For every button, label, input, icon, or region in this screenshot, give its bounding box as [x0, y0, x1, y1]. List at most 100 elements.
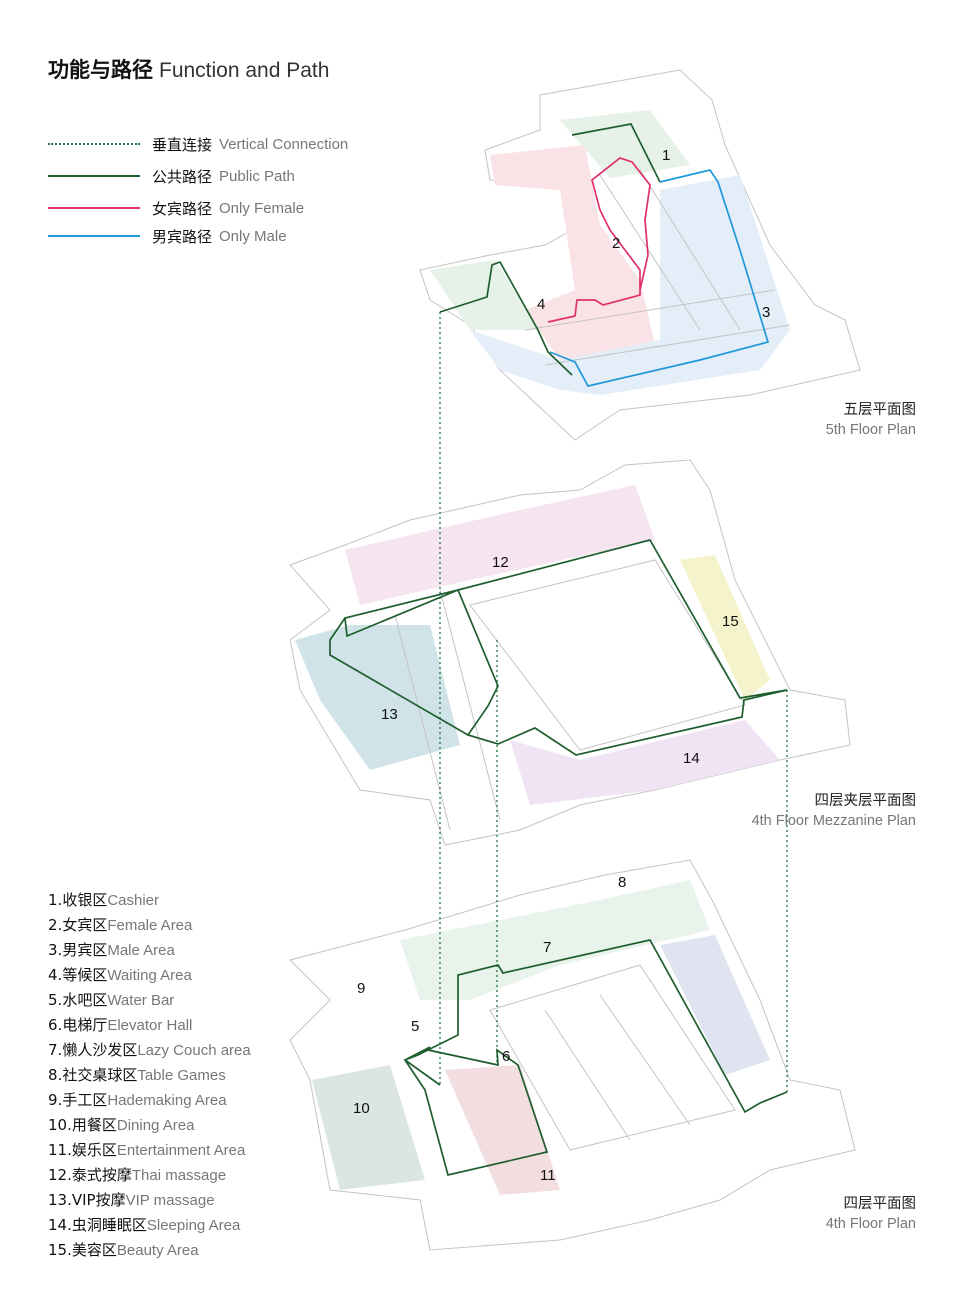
floor-label-zh: 四层夹层平面图 [814, 793, 917, 809]
partition-line [639, 169, 741, 331]
legend-label-en: Only Male [219, 227, 287, 245]
partition-line [439, 589, 501, 821]
pool-lane-line [544, 1009, 631, 1141]
area-num: 13. [48, 1191, 72, 1209]
area-list-item: 8.社交桌球区Table Games [48, 1063, 251, 1088]
area-marker: 3 [762, 304, 770, 321]
public-path-fourth [403, 939, 788, 1177]
area-marker: 5 [411, 1018, 419, 1035]
area-name-zh: 娱乐区 [71, 1141, 117, 1159]
pool-lane-line [599, 994, 691, 1126]
area-name-en: Sleeping Area [146, 1217, 241, 1234]
mezzanine-outline [289, 459, 851, 846]
area-marker: 10 [353, 1100, 370, 1117]
area-num: 4. [48, 966, 63, 984]
area-name-en: Elevator Hall [107, 1017, 193, 1034]
fifth-floor-label: 五层平面图 5th Floor Plan [826, 400, 916, 440]
legend-label-zh: 男宾路径 [152, 227, 213, 246]
mezzanine-floor-label: 四层夹层平面图 4th Floor Mezzanine Plan [752, 791, 916, 831]
area-num: 10. [48, 1116, 72, 1134]
area-num: 5. [48, 991, 63, 1009]
area-name-zh: 收银区 [62, 891, 108, 909]
legend-label-en: Vertical Connection [219, 135, 349, 153]
area-list-item: 3.男宾区Male Area [48, 938, 251, 963]
title-en: Function and Path [159, 59, 330, 82]
vip-massage-zone [295, 625, 460, 770]
area-name-en: Lazy Couch area [137, 1042, 251, 1059]
area-markers: 1 2 3 4 5 6 7 8 9 10 11 12 13 14 15 [353, 147, 770, 1184]
area-name-en: Thai massage [131, 1167, 227, 1184]
legend-label-zh: 垂直连接 [152, 135, 213, 154]
female-path-swatch [48, 207, 140, 209]
sauna-void [469, 559, 746, 751]
legend-label-zh: 公共路径 [152, 167, 213, 186]
thai-massage-zone [345, 485, 655, 605]
area-name-zh: 社交桌球区 [62, 1066, 138, 1084]
beauty-zone [680, 555, 770, 700]
mezzanine-floor-plan [289, 459, 851, 846]
vertical-connection-swatch [48, 143, 140, 145]
public-path-fifth-cashier [571, 123, 661, 183]
floor-label-en: 4th Floor Plan [825, 1216, 916, 1232]
area-marker: 6 [502, 1048, 510, 1065]
area-name-zh: 电梯厅 [62, 1016, 108, 1034]
area-num: 3. [48, 941, 63, 959]
area-name-zh: 水吧区 [62, 991, 108, 1009]
area-list-item: 9.手工区Hademaking Area [48, 1088, 251, 1113]
area-list-item: 15.美容区Beauty Area [48, 1238, 251, 1263]
area-list-item: 14.虫洞睡眠区Sleeping Area [48, 1213, 251, 1238]
floor-label-zh: 四层平面图 [843, 1196, 917, 1212]
area-marker: 8 [618, 874, 626, 891]
legend-vertical-connection: 垂直连接 Vertical Connection [48, 128, 348, 160]
public-paths [329, 123, 788, 1177]
area-marker: 13 [381, 706, 398, 723]
area-name-en: Table Games [137, 1067, 226, 1084]
area-num: 1. [48, 891, 63, 909]
public-path-swatch [48, 175, 140, 177]
area-marker: 1 [662, 147, 670, 164]
area-list-item: 1.收银区Cashier [48, 888, 251, 913]
area-marker: 12 [492, 554, 509, 571]
area-name-en: Waiting Area [107, 967, 192, 984]
legend-female-path: 女宾路径 Only Female [48, 192, 348, 224]
area-name-en: Hademaking Area [107, 1092, 227, 1109]
sleeping-zone [510, 720, 780, 805]
area-marker: 4 [537, 296, 545, 313]
partition-line [524, 289, 776, 331]
area-list-item: 10.用餐区Dining Area [48, 1113, 251, 1138]
area-name-zh: 用餐区 [71, 1116, 117, 1134]
area-num: 8. [48, 1066, 63, 1084]
male-zone [470, 175, 790, 395]
area-num: 6. [48, 1016, 63, 1034]
fourth-floor-label: 四层平面图 4th Floor Plan [826, 1194, 916, 1234]
area-num: 2. [48, 916, 63, 934]
area-marker: 7 [543, 939, 551, 956]
area-name-zh: 男宾区 [62, 941, 108, 959]
floor-label-en: 4th Floor Mezzanine Plan [751, 813, 916, 829]
legend-male-path: 男宾路径 Only Male [48, 220, 348, 252]
partition-line [394, 614, 451, 831]
area-name-zh: 等候区 [62, 966, 108, 984]
area-name-en: Entertainment Area [116, 1142, 246, 1159]
female-zone [490, 145, 655, 360]
area-name-zh: 手工区 [62, 1091, 108, 1109]
area-marker: 14 [683, 750, 700, 767]
area-num: 14. [48, 1216, 72, 1234]
legend-label-en: Public Path [219, 167, 295, 185]
fourth-floor-plan [289, 859, 856, 1251]
dining-zone [312, 1065, 425, 1190]
legend-label-zh: 女宾路径 [152, 199, 213, 218]
area-num: 15. [48, 1241, 72, 1259]
waiting-zone [430, 260, 540, 330]
area-marker: 15 [722, 613, 739, 630]
public-path-mezzanine [329, 539, 788, 756]
area-name-zh: 美容区 [71, 1241, 117, 1259]
area-marker: 2 [612, 235, 620, 252]
floor-label-zh: 五层平面图 [843, 402, 917, 418]
female-path [547, 157, 651, 323]
area-list-item: 2.女宾区Female Area [48, 913, 251, 938]
floor-label-en: 5th Floor Plan [825, 422, 916, 438]
path-legend: 垂直连接 Vertical Connection 公共路径 Public Pat… [48, 128, 348, 252]
